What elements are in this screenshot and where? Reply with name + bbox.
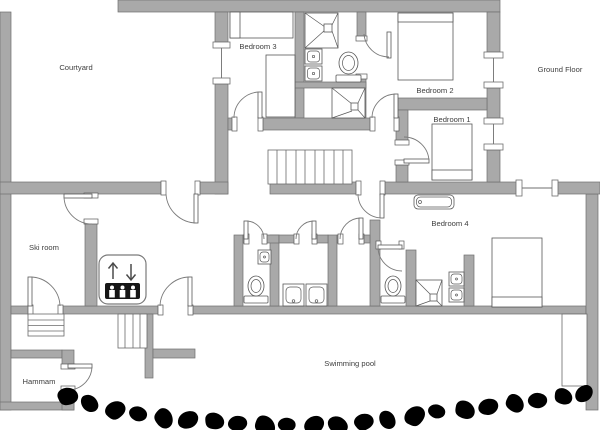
window-bedroom4 [515,179,559,197]
door-hall-bedroom4 [357,193,385,219]
label-bedroom1: Bedroom 1 [433,115,470,124]
bed-bedroom2 [397,12,454,81]
door-wc-a [243,220,265,240]
sink-bedroom4-2 [448,287,465,303]
toilet-wc-a [243,275,269,304]
sink-wc-a [257,249,272,265]
sink-bath-b2 [305,283,328,307]
elevator-icon [98,254,147,305]
shower-bedroom4 [415,279,443,307]
label-bedroom3: Bedroom 3 [239,42,276,51]
window-right-lower [483,117,504,151]
door-bedroom1 [403,136,430,164]
stairs-hammam-terrace [27,313,65,337]
label-hammam: Hammam [23,377,56,386]
door-ski-room [63,193,93,225]
toilet-wc-d [380,275,406,304]
label-bedroom4: Bedroom 4 [431,219,468,228]
shower-top [304,12,339,49]
rock-border [57,381,597,430]
up-arrow-icon [107,261,119,279]
door-wc-d [377,244,403,272]
label-swimming-pool: Swimming pool [324,359,376,368]
bathtub [413,194,455,210]
label-ground-floor: Ground Floor [538,65,583,74]
label-bedroom2: Bedroom 2 [416,86,453,95]
door-bath-b [295,220,317,240]
sink-top-2 [304,65,323,82]
bed-bedroom3 [229,11,294,39]
door-pool-mid [159,276,193,307]
wardrobe-bedroom3 [265,54,296,118]
pool-ledge [561,313,588,387]
staircase-main [267,149,353,185]
walls [0,0,600,411]
stairs-pool [117,313,148,349]
door-bedroom3 [233,91,263,119]
sink-bath-b1 [282,283,305,307]
door-hall-courtyard [165,193,199,224]
label-courtyard: Courtyard [59,63,92,72]
door-pool-left [27,276,61,307]
door-bathroom-top [363,31,392,59]
passengers-icon [109,285,136,298]
toilet-top [335,51,362,83]
door-room-c [339,217,364,240]
down-arrow-icon [125,264,137,282]
window-courtyard [212,41,231,85]
sink-bedroom4-1 [448,271,465,287]
label-ski-room: Ski room [29,243,59,252]
shower-mid [331,87,366,119]
bed-bedroom4 [491,237,543,308]
window-right-upper [483,51,504,89]
bed-bedroom1 [431,123,473,181]
sink-top-1 [304,48,323,65]
door-corridor-upper [371,93,399,119]
